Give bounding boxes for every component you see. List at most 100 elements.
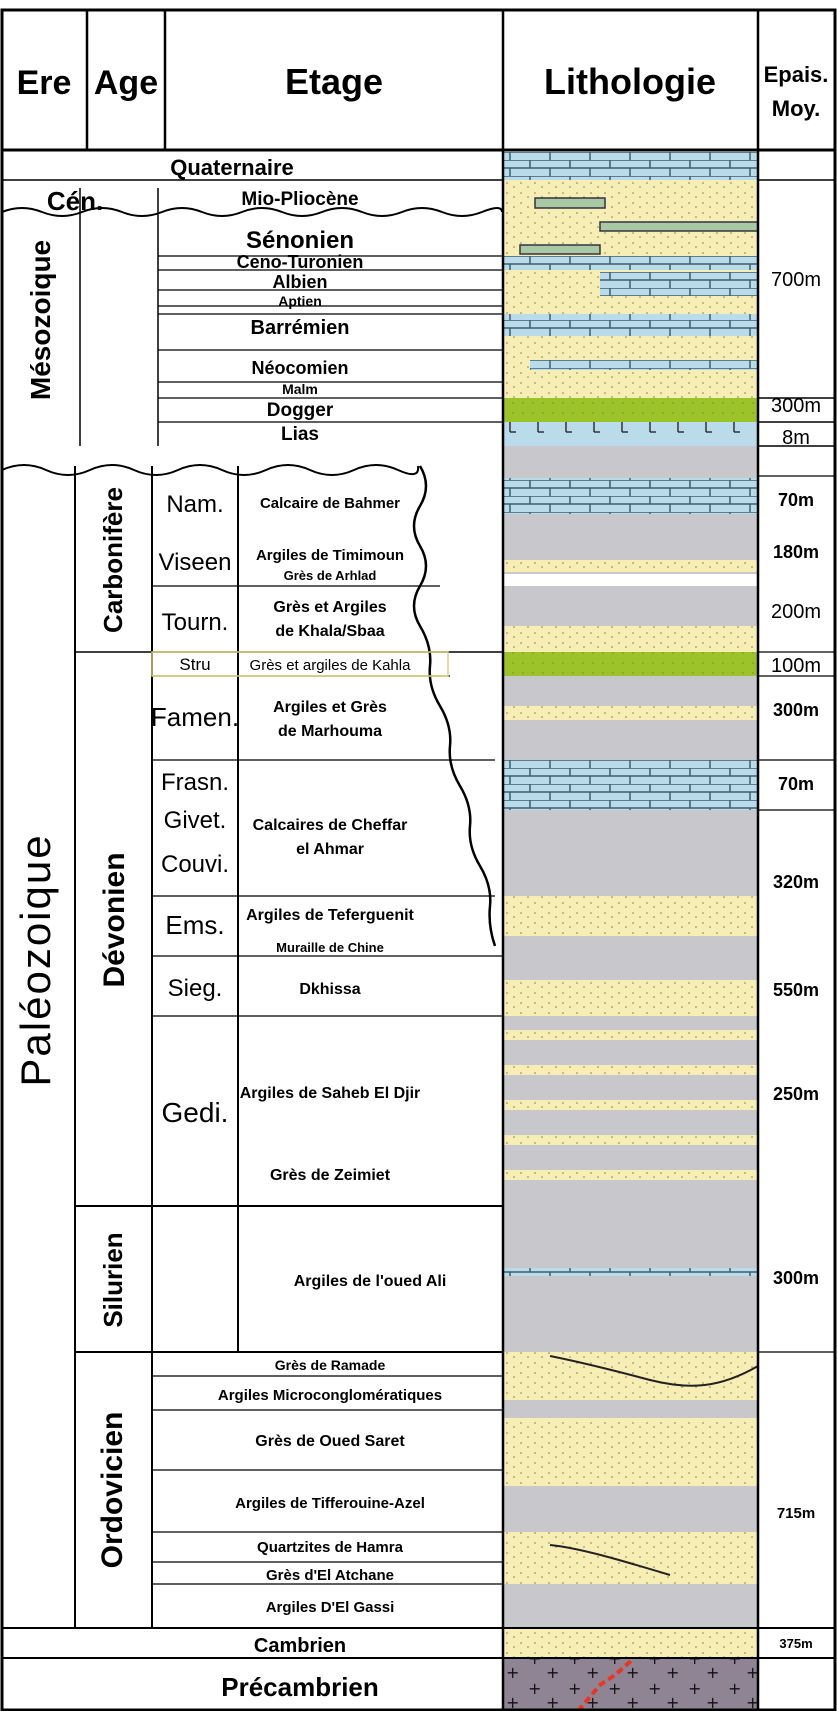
thickness-viseen: 180m bbox=[773, 542, 819, 562]
stage-tourn: Tourn. bbox=[162, 609, 229, 636]
thickness-famen: 300m bbox=[773, 700, 819, 720]
lithology-column bbox=[503, 152, 759, 1711]
stage-sieg: Sieg. bbox=[168, 975, 223, 1002]
unit-labels: Quaternaire Cén. Cambrien Précambrien bbox=[47, 155, 379, 1702]
litho-greygreen-lens bbox=[519, 244, 601, 255]
litho-silurien-shale bbox=[503, 1206, 758, 1352]
litho-hamra-sand bbox=[503, 1532, 758, 1562]
litho-famen-sand bbox=[503, 706, 758, 720]
litho-quaternaire bbox=[503, 152, 758, 180]
thickness-lias: 8m bbox=[782, 427, 810, 449]
stru-highlight bbox=[151, 651, 449, 677]
litho-tourn-shale bbox=[503, 586, 758, 632]
litho-limestone-bed bbox=[530, 360, 758, 370]
stage-dogger: Dogger bbox=[267, 400, 334, 421]
litho-cambrien-sand bbox=[503, 1628, 758, 1658]
formation-ramade: Grès de Ramade bbox=[275, 1357, 386, 1373]
stage-ceno-turonien: Ceno-Turonien bbox=[237, 252, 364, 272]
system-labels: Carbonifère Dévonien Silurien Ordovicien bbox=[96, 487, 131, 1568]
litho-barremien bbox=[503, 314, 758, 336]
litho-limestone-lens bbox=[600, 272, 758, 296]
litho-ceno-turonien bbox=[503, 256, 758, 270]
litho-gedi-sand bbox=[503, 1065, 758, 1075]
formation-microcong: Argiles Microconglomératiques bbox=[218, 1387, 442, 1404]
thickness-ordovicien: 715m bbox=[777, 1505, 815, 1522]
stage-mio-pliocene: Mio-Pliocène bbox=[241, 189, 358, 210]
formation-argiles-timimoun: Argiles de Timimoun bbox=[256, 547, 404, 564]
formation-oued-saret: Grès de Oued Saret bbox=[255, 1433, 405, 1450]
litho-greygreen-lens bbox=[599, 221, 759, 232]
thickness-dogger: 300m bbox=[771, 395, 821, 417]
formation-labels: Calcaire de Bahmer Argiles de Timimoun G… bbox=[218, 495, 446, 1616]
litho-oued-saret-sand bbox=[503, 1418, 758, 1486]
formation-saheb: Argiles de Saheb El Djir bbox=[240, 1085, 421, 1102]
formation-tifferouine: Argiles de Tifferouine-Azel bbox=[235, 1495, 425, 1512]
erosion-surface bbox=[549, 1544, 671, 1576]
litho-couvi-shale bbox=[503, 810, 758, 906]
system-carbonifere: Carbonifère bbox=[98, 487, 128, 633]
header-lithologie: Lithologie bbox=[544, 61, 716, 102]
formation-khala-sbaa: de Khala/Sbaa bbox=[275, 623, 384, 640]
litho-sieg-sand bbox=[503, 980, 758, 1016]
litho-stru bbox=[503, 652, 758, 676]
label-quaternaire: Quaternaire bbox=[170, 155, 294, 180]
header-etage: Etage bbox=[285, 61, 383, 102]
stage-nam: Nam. bbox=[166, 491, 223, 518]
table-grid bbox=[0, 8, 837, 1711]
formation-kahla: Grès et argiles de Kahla bbox=[250, 657, 412, 674]
unconformity-cenozoic bbox=[1, 207, 503, 217]
litho-aptien bbox=[503, 306, 758, 314]
era-paleozoique: Paléozoique bbox=[12, 833, 59, 1086]
system-silurien: Silurien bbox=[98, 1232, 128, 1327]
formation-calcaire-bahmer: Calcaire de Bahmer bbox=[260, 495, 400, 512]
thickness-cambrien: 375m bbox=[779, 1636, 812, 1651]
litho-frasn-limestone bbox=[503, 760, 758, 810]
litho-gedi-sand bbox=[503, 1030, 758, 1040]
system-ordovicien: Ordovicien bbox=[96, 1412, 129, 1569]
thickness-couvi: 320m bbox=[773, 872, 819, 892]
system-devonien: Dévonien bbox=[98, 852, 131, 987]
thickness-meso: 700m bbox=[771, 269, 821, 291]
thickness-labels: 700m 300m 8m 70m 180m 200m 100m 300m 70m… bbox=[771, 269, 821, 1651]
litho-ramade-sand bbox=[503, 1352, 758, 1400]
litho-malm bbox=[503, 382, 758, 398]
formation-teferguenit: Argiles de Teferguenit bbox=[246, 907, 414, 924]
formation-gres-argiles: Grès et Argiles bbox=[273, 599, 386, 616]
litho-nam-limestone bbox=[503, 478, 758, 514]
paleozoic-stages: Nam. Viseen Tourn. Stru Famen. Frasn. Gi… bbox=[151, 491, 239, 1128]
thickness-stru: 100m bbox=[771, 655, 821, 677]
formation-el-ahmar: el Ahmar bbox=[296, 841, 364, 858]
mesozoic-stages: Mio-Pliocène Sénonien Ceno-Turonien Albi… bbox=[237, 189, 364, 445]
litho-gedi-sand bbox=[503, 1170, 758, 1180]
formation-oued-ali: Argiles de l'oued Ali bbox=[294, 1273, 447, 1290]
stage-couvi: Couvi. bbox=[161, 851, 229, 878]
stage-barremien: Barrémien bbox=[251, 317, 350, 339]
formation-hamra: Quartzites de Hamra bbox=[257, 1539, 404, 1556]
stage-famen: Famen. bbox=[151, 702, 239, 732]
litho-gassi-shale bbox=[503, 1584, 758, 1628]
stage-senonien: Sénonien bbox=[246, 227, 354, 254]
stage-aptien: Aptien bbox=[278, 293, 322, 309]
thickness-sieg: 550m bbox=[773, 980, 819, 1000]
litho-gedi-sand bbox=[503, 1100, 758, 1110]
header-row: Ere Age Etage Lithologie Epais. Moy. bbox=[17, 61, 829, 121]
litho-ems-sand bbox=[503, 896, 758, 936]
label-cenozoique: Cén. bbox=[47, 186, 103, 216]
thickness-silurien: 300m bbox=[773, 1268, 819, 1288]
label-precambrien: Précambrien bbox=[221, 1672, 379, 1702]
formation-argiles-gres: Argiles et Grès bbox=[273, 699, 387, 716]
stage-gedi: Gedi. bbox=[162, 1097, 229, 1128]
formation-dkhissa: Dkhissa bbox=[299, 981, 360, 998]
litho-gedi-sand bbox=[503, 1135, 758, 1145]
litho-silurien-limestone bbox=[503, 1268, 758, 1276]
stage-albien: Albien bbox=[272, 272, 327, 292]
stage-neocomien: Néocomien bbox=[251, 358, 348, 378]
thickness-gedi: 250m bbox=[773, 1084, 819, 1104]
formation-cheffar: Calcaires de Cheffar bbox=[253, 817, 408, 834]
wavy-formation-boundary bbox=[412, 465, 497, 947]
stage-frasn: Frasn. bbox=[161, 769, 229, 796]
header-ere: Ere bbox=[17, 64, 72, 102]
stage-stru: Stru bbox=[179, 655, 210, 674]
stage-malm: Malm bbox=[282, 381, 318, 397]
formation-muraille: Muraille de Chine bbox=[276, 940, 384, 955]
